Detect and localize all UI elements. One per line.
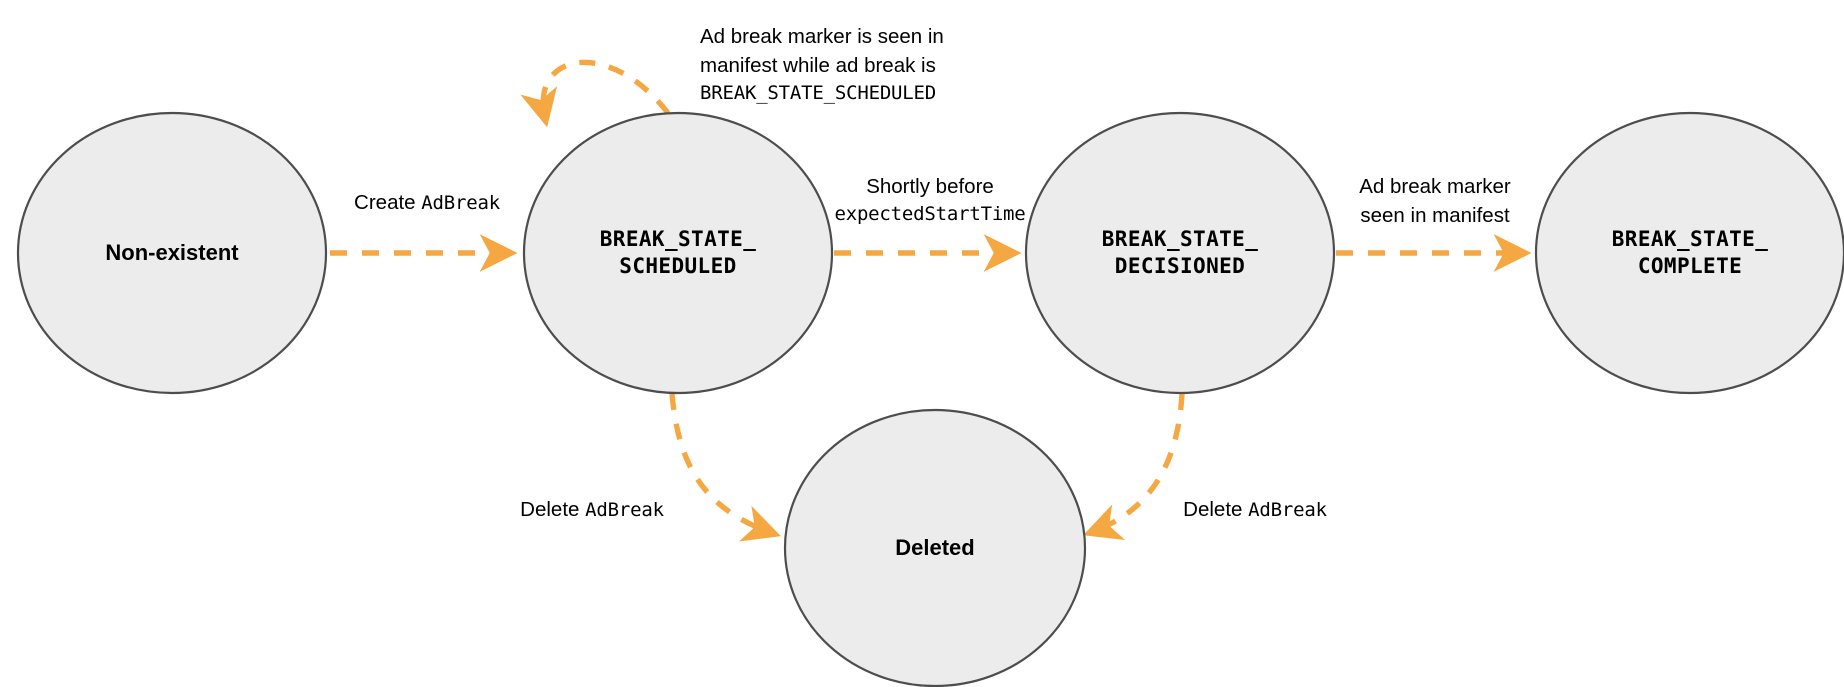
edge-label-delete-left-code: AdBreak [585,499,664,521]
edge-label-marker-seen-while-scheduled: Ad break marker is seen in manifest whil… [700,25,944,105]
node-break-state-scheduled[interactable] [522,111,834,395]
edge-label-create-adbreak: Create AdBreak [354,188,500,217]
edge-delete-from-scheduled [669,393,781,542]
node-break-state-decisioned[interactable] [1024,111,1336,395]
edge-self-loop-scheduled [520,59,671,128]
edge-label-create-code: AdBreak [421,192,500,214]
edge-label-delete-left-text: Delete [520,498,586,521]
edge-label-shortly-before-expected-start-time: Shortly before expectedStartTime [834,175,1026,226]
edge-label-create-text: Create [354,191,422,214]
edge-label-delete-right-code: AdBreak [1248,499,1327,521]
edge-label-delete-adbreak-from-scheduled: Delete AdBreak [520,495,664,524]
node-break-state-complete[interactable] [1534,111,1844,395]
edge-delete-from-decisioned [1083,393,1185,540]
edge-label-delete-adbreak-from-decisioned: Delete AdBreak [1183,495,1327,524]
node-non-existent[interactable] [16,111,328,395]
node-deleted[interactable] [783,408,1087,687]
edge-label-delete-right-text: Delete [1183,498,1249,521]
edge-label-ad-break-marker-seen-in-manifest: Ad break marker seen in manifest [1359,175,1511,228]
